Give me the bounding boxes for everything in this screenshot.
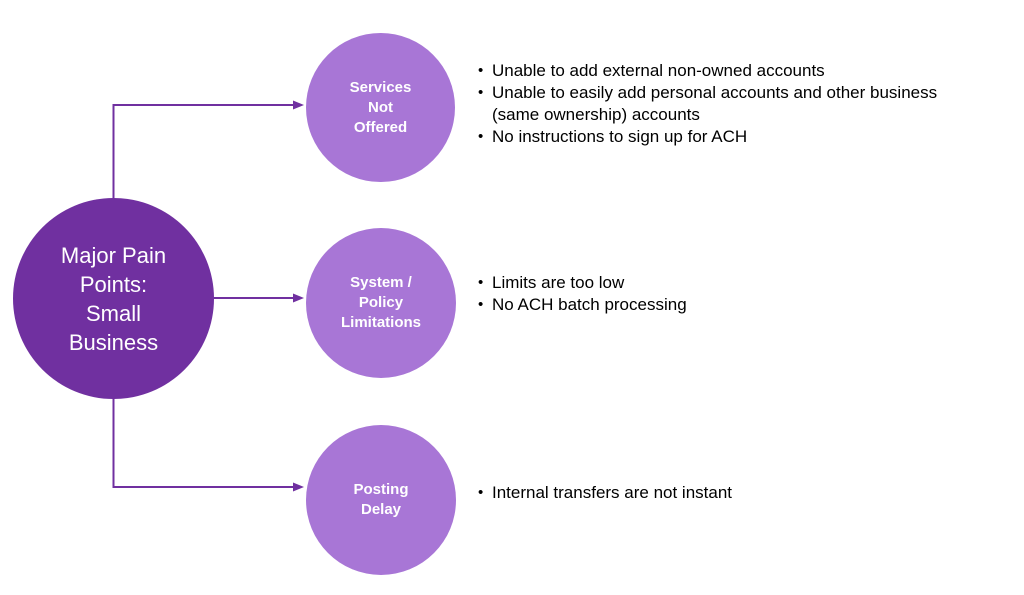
arrowhead-middle-icon [293,293,304,303]
bullet-marker: • [478,274,484,291]
bullet-marker: • [478,62,484,79]
bullet-text: No ACH batch processing [492,295,687,314]
connector-top [112,104,294,200]
bullet-text: Internal transfers are not instant [492,483,733,502]
bullet-item: • Limits are too low [470,272,1015,294]
arrowhead-top-icon [293,100,304,110]
bullet-item: • No instructions to sign up for ACH [470,126,1015,148]
root-node-major-pain-points: Major Pain Points: Small Business [13,198,214,399]
bullet-item: • Unable to easily add personal accounts… [470,82,1015,126]
branch-node-label: Posting Delay [353,481,409,518]
bullet-text: Limits are too low [492,273,625,292]
bullet-text: No instructions to sign up for ACH [492,127,748,146]
bullet-marker: • [478,296,484,313]
bullet-text: Unable to easily add personal accounts a… [492,83,938,124]
bullet-marker: • [478,84,484,101]
bullet-list-services-not-offered: • Unable to add external non-owned accou… [470,60,1015,148]
branch-node-posting-delay: Posting Delay [306,425,456,575]
bullet-item: • Internal transfers are not instant [470,482,1015,504]
connector-bottom [112,397,294,488]
branch-node-label: System / Policy Limitations [340,274,421,331]
arrowhead-bottom-icon [293,482,304,492]
bullet-marker: • [478,128,484,145]
bullet-item: • No ACH batch processing [470,294,1015,316]
bullet-text: Unable to add external non-owned account… [492,61,825,80]
bullet-marker: • [478,484,484,501]
branch-node-system-policy-limitations: System / Policy Limitations [306,228,456,378]
branch-node-label: Services Not Offered [349,78,412,136]
bullet-list-posting-delay: • Internal transfers are not instant [470,482,1015,504]
root-node-label: Major Pain Points: Small Business [60,242,167,355]
bullet-list-system-policy-limitations: • Limits are too low • No ACH batch proc… [470,272,1015,316]
bullet-item: • Unable to add external non-owned accou… [470,60,1015,82]
branch-node-services-not-offered: Services Not Offered [306,33,455,182]
